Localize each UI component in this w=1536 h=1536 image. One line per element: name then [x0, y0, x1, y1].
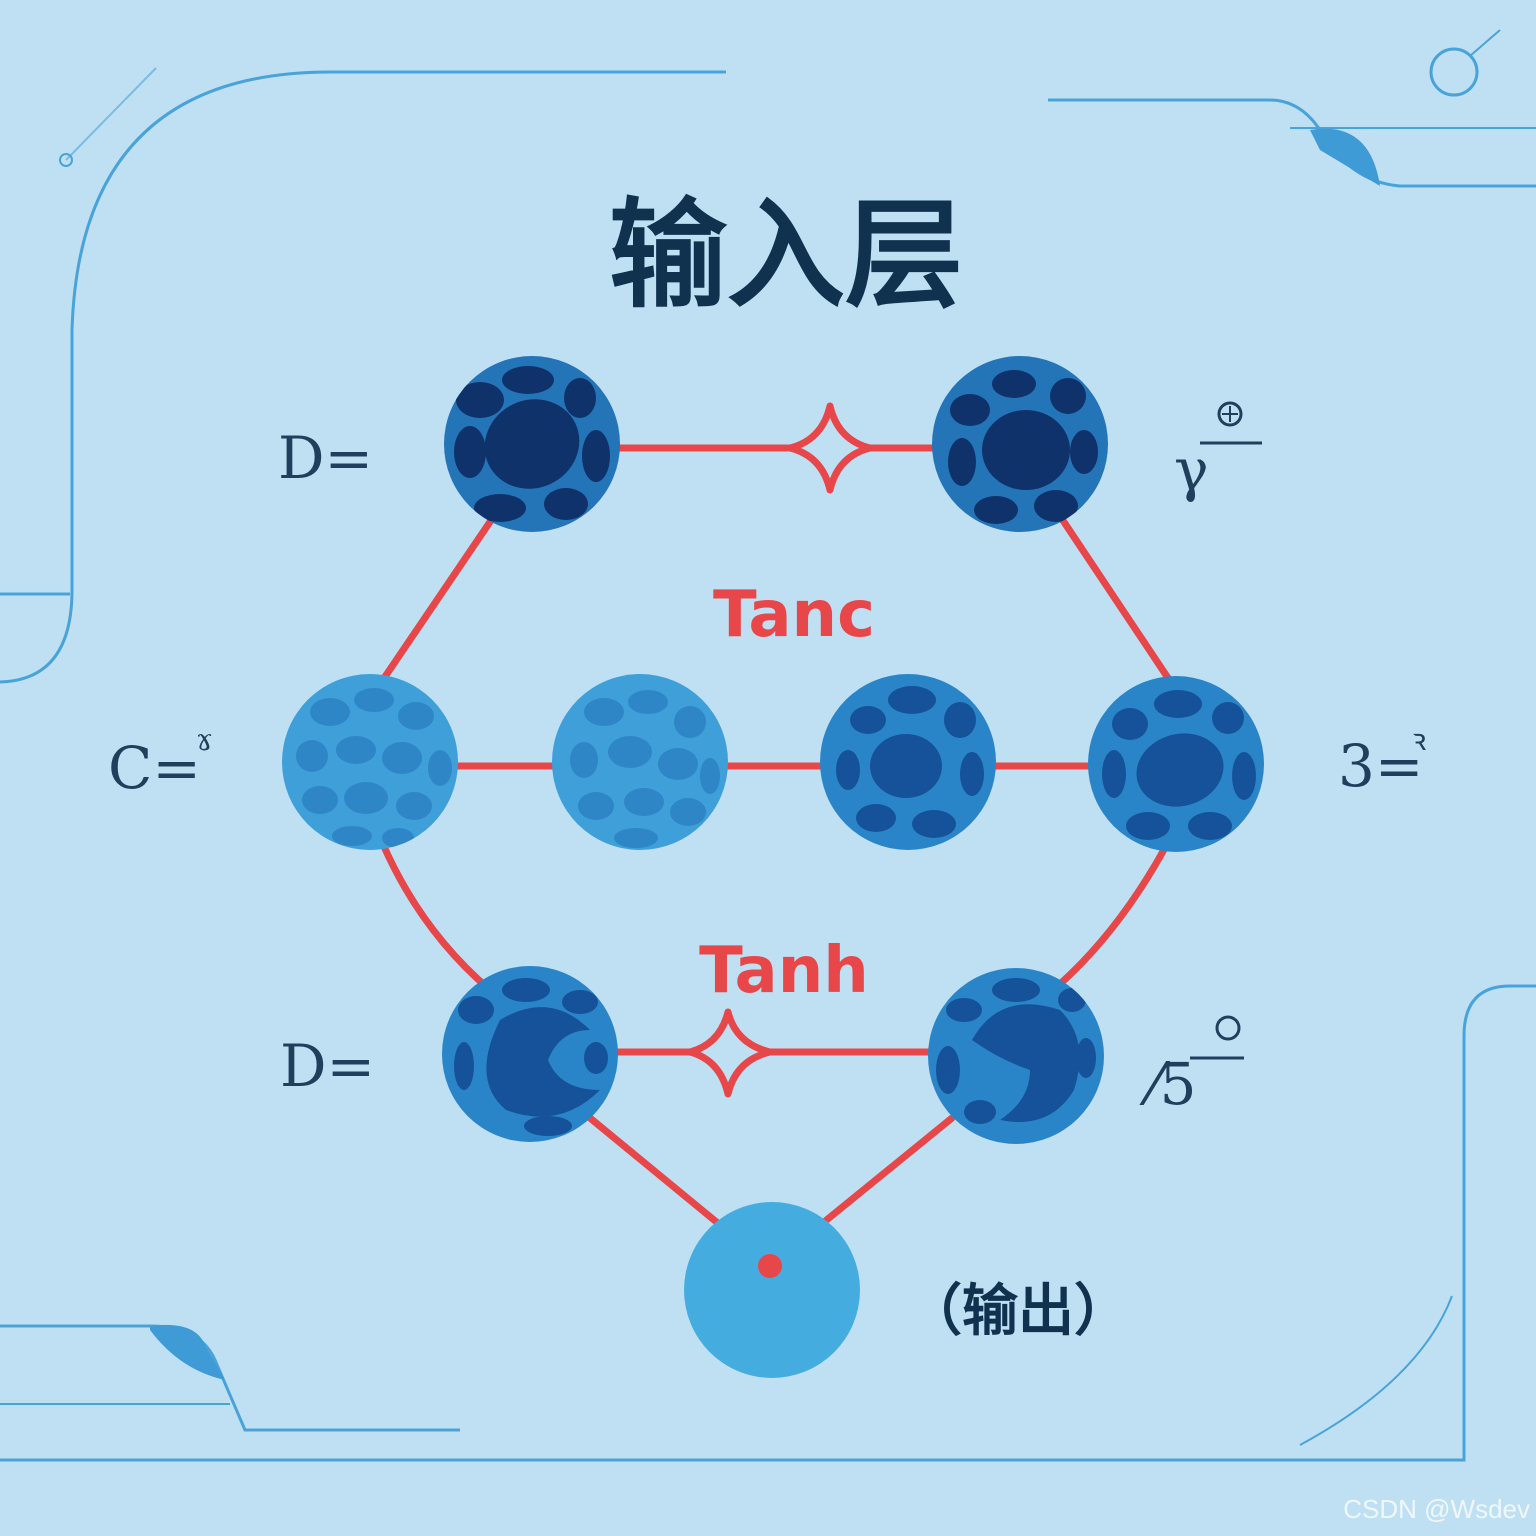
edge-n1-n3 [372, 512, 498, 694]
equation-bottom-right-group: ⁄5 [1139, 1015, 1244, 1118]
node-input-top-right [932, 356, 1108, 532]
frame-dot-top-left [59, 153, 73, 167]
equation-middle-left: C= [108, 734, 201, 802]
node-hidden-5 [442, 966, 618, 1142]
edge-n8-n7 [1056, 842, 1170, 988]
equation-middle-right-sup: ꝛ [1412, 723, 1426, 758]
equation-bottom-left: D= [280, 1032, 375, 1100]
frame-diagonal-top-right [1469, 29, 1501, 57]
node-input-top-left [444, 356, 620, 532]
equation-middle-right: 3= [1338, 732, 1424, 800]
output-label: （输出） [906, 1279, 1130, 1344]
equation-top-left: D= [278, 424, 373, 492]
node-hidden-4 [1088, 676, 1264, 852]
frame-diagonal-top-left [65, 67, 157, 161]
equation-bottom-right-circle [1215, 1015, 1241, 1041]
frame-ring-top-right [1429, 47, 1479, 97]
frame-bottom-left [0, 1324, 460, 1432]
frame-top-left-arc [0, 70, 726, 684]
frame-bottom-right [0, 984, 1536, 1462]
frame-top-right [1048, 98, 1536, 188]
node-output [684, 1202, 860, 1378]
equation-top-right-circle-plus [1217, 401, 1243, 427]
node-hidden-6 [928, 968, 1104, 1144]
accent-top-right [1310, 128, 1380, 186]
activation-label-top: Tanc [713, 578, 875, 652]
output-junction-dot [758, 1254, 782, 1278]
frame-bottom-right-arc [1299, 1295, 1453, 1446]
diagram-title: 输入层 [609, 186, 963, 324]
equation-bottom-right: ⁄5 [1139, 1050, 1197, 1118]
decorative-accents [150, 128, 1380, 1380]
edge-n2-n8 [1056, 512, 1180, 694]
edges [372, 402, 1180, 1270]
edge-n1-n2-diamond [786, 402, 874, 494]
node-hidden-2 [552, 674, 728, 850]
edge-n6-n7-diamond [686, 1008, 774, 1098]
activation-label-bottom: Tanh [699, 934, 869, 1008]
equation-top-right-group: γ [1174, 401, 1262, 504]
node-hidden-3 [820, 674, 996, 850]
node-hidden-1 [282, 674, 458, 850]
watermark: CSDN @Wsdev [1343, 1494, 1530, 1524]
accent-bottom-left [150, 1324, 225, 1380]
equation-middle-left-sup: ɤ [196, 723, 213, 758]
equation-top-right: γ [1174, 436, 1209, 504]
edge-n3-n6 [378, 838, 494, 994]
